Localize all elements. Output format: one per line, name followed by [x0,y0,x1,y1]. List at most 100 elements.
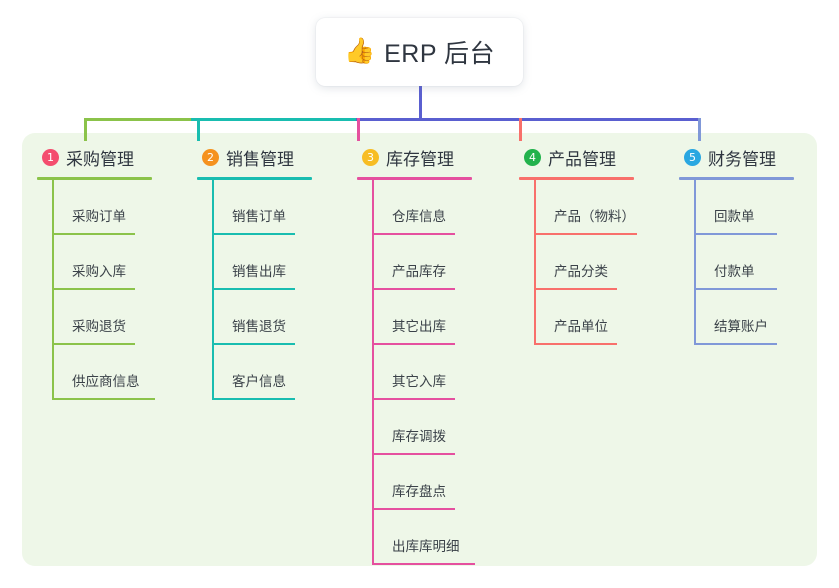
root-node-erp-backend[interactable]: 👍 ERP 后台 [316,18,523,86]
list-item-underline [212,288,295,290]
bus-segment-4 [419,118,701,121]
list-item-label: 产品分类 [554,264,608,279]
list-item[interactable]: 产品单位 [534,290,634,345]
column-item-list: 销售订单销售出库销售退货客户信息 [212,180,312,400]
column-header-underline [679,177,794,180]
drop-connector-5 [698,118,701,141]
list-item[interactable]: 销售订单 [212,180,312,235]
list-item-label: 库存盘点 [392,484,446,499]
list-item-label: 仓库信息 [392,209,446,224]
list-item-underline [52,343,135,345]
list-item[interactable]: 供应商信息 [52,345,155,400]
list-item-underline [212,398,295,400]
list-item[interactable]: 结算账户 [694,290,794,345]
list-item[interactable]: 产品（物料） [534,180,637,235]
root-node-label: ERP 后台 [384,40,496,68]
number-badge-icon: 2 [202,148,219,166]
list-item[interactable]: 采购订单 [52,180,152,235]
list-item-label: 回款单 [714,209,755,224]
list-item-underline [694,343,777,345]
diagram-canvas [22,133,817,566]
list-item[interactable]: 其它入库 [372,345,472,400]
list-item-underline [372,233,455,235]
column-header-underline [357,177,472,180]
list-item-label: 结算账户 [714,319,768,334]
drop-connector-3 [357,118,360,141]
list-item[interactable]: 其它出库 [372,290,472,345]
column-title: 采购管理 [66,149,134,169]
list-item-label: 出库库明细 [392,539,460,554]
list-item[interactable]: 产品库存 [372,235,472,290]
list-item-label: 产品库存 [392,264,446,279]
column-1: 1 采购管理采购订单采购入库采购退货供应商信息 [37,144,155,400]
list-item-underline [534,288,617,290]
list-item[interactable]: 库存调拨 [372,400,472,455]
list-item-underline [212,343,295,345]
list-item[interactable]: 付款单 [694,235,794,290]
list-item-underline [372,288,455,290]
list-item-label: 客户信息 [232,374,286,389]
list-item-underline [212,233,295,235]
drop-connector-4 [519,118,522,141]
column-item-list: 回款单付款单结算账户 [694,180,794,345]
list-item-label: 销售订单 [232,209,286,224]
drop-connector-2 [197,118,200,141]
list-item[interactable]: 采购入库 [52,235,152,290]
column-2: 2 销售管理销售订单销售出库销售退货客户信息 [197,144,312,400]
list-item[interactable]: 库存盘点 [372,455,472,510]
list-item-underline [372,343,455,345]
list-item-label: 付款单 [714,264,755,279]
list-item-label: 销售退货 [232,319,286,334]
column-spine [372,180,374,565]
column-title: 销售管理 [226,149,294,169]
bus-segment-1 [84,118,192,121]
list-item[interactable]: 采购退货 [52,290,152,345]
number-badge-icon: 1 [42,148,59,166]
list-item-label: 销售出库 [232,264,286,279]
list-item-label: 产品（物料） [554,209,635,224]
list-item-label: 采购入库 [72,264,126,279]
column-header-1[interactable]: 1 采购管理 [37,144,152,170]
list-item[interactable]: 客户信息 [212,345,312,400]
column-spine [534,180,536,345]
list-item[interactable]: 产品分类 [534,235,634,290]
root-stem-connector [419,86,422,121]
list-item-label: 产品单位 [554,319,608,334]
list-item-label: 供应商信息 [72,374,140,389]
list-item[interactable]: 回款单 [694,180,794,235]
column-header-underline [37,177,152,180]
list-item-label: 采购订单 [72,209,126,224]
column-header-3[interactable]: 3 库存管理 [357,144,472,170]
list-item-label: 其它入库 [392,374,446,389]
list-item[interactable]: 销售退货 [212,290,312,345]
number-badge-icon: 3 [362,148,379,166]
list-item-label: 采购退货 [72,319,126,334]
list-item-underline [372,453,455,455]
list-item-label: 其它出库 [392,319,446,334]
column-header-2[interactable]: 2 销售管理 [197,144,312,170]
list-item-underline [694,233,777,235]
drop-connector-1 [84,118,87,141]
list-item[interactable]: 出库库明细 [372,510,475,565]
list-item-underline [372,563,475,565]
column-item-list: 仓库信息产品库存其它出库其它入库库存调拨库存盘点出库库明细 [372,180,475,565]
column-title: 库存管理 [386,149,454,169]
list-item[interactable]: 销售出库 [212,235,312,290]
number-badge-icon: 4 [524,148,541,166]
list-item-underline [52,398,155,400]
column-item-list: 采购订单采购入库采购退货供应商信息 [52,180,155,400]
list-item-underline [52,233,135,235]
thumbs-up-icon: 👍 [343,36,376,65]
list-item[interactable]: 仓库信息 [372,180,472,235]
column-item-list: 产品（物料） 产品分类产品单位 [534,180,637,345]
column-3: 3 库存管理仓库信息产品库存其它出库其它入库库存调拨库存盘点出库库明细 [357,144,475,565]
column-header-underline [197,177,312,180]
number-badge-icon: 5 [684,148,701,166]
column-spine [52,180,54,400]
list-item-underline [534,233,637,235]
bus-segment-3 [356,118,420,121]
